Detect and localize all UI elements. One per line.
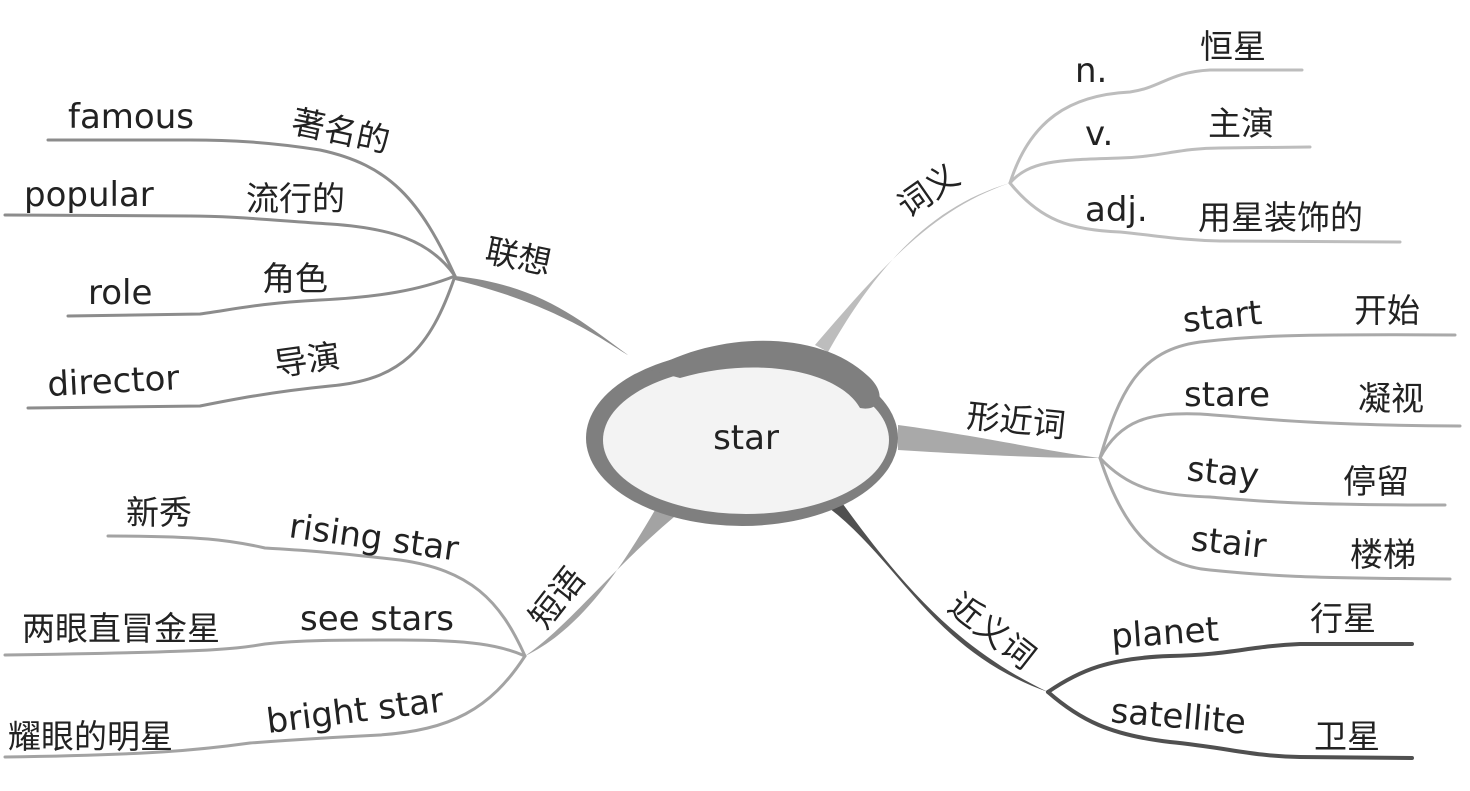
similar-item-cn: 开始: [1354, 291, 1420, 330]
branch-assoc: 联想 famous 著名的 popular 流行的 role 角色 direct…: [3, 97, 555, 410]
synonym-stem: [825, 500, 1048, 692]
center-ring-face: [603, 366, 889, 514]
meaning-item-cn: 恒星: [1200, 27, 1266, 66]
similar-stem: [898, 425, 1100, 458]
assoc-stem: [455, 276, 628, 355]
branch-synonym: 近义词 planet 行星 satellite 卫星: [941, 585, 1414, 760]
assoc-item-en: popular: [24, 175, 154, 215]
assoc-line-role: [66, 274, 457, 318]
assoc-item-cn: 流行的: [246, 179, 345, 218]
assoc-item-cn: 角色: [262, 259, 328, 298]
phrase-item-cn: 耀眼的明星: [8, 717, 173, 756]
meaning-line-n: [1008, 68, 1304, 185]
similar-line-stare: [1098, 412, 1462, 460]
assoc-item-en: director: [46, 358, 180, 405]
synonym-line-planet: [1046, 642, 1414, 694]
similar-item-cn: 凝视: [1358, 379, 1424, 418]
similar-line-stair: [1098, 456, 1452, 581]
similar-line-stay: [1098, 456, 1447, 507]
synonym-item-cn: 卫星: [1314, 717, 1380, 756]
similar-item-en: stay: [1185, 449, 1261, 496]
meaning-line-adj: [1008, 181, 1402, 244]
similar-line-start: [1098, 333, 1457, 460]
phrase-line-bright: [3, 654, 527, 759]
synonym-item-cn: 行星: [1310, 599, 1376, 638]
similar-item-cn: 楼梯: [1350, 535, 1416, 574]
center-ring-tail: [650, 340, 880, 409]
assoc-item-cn: 导演: [272, 336, 343, 384]
meaning-item-en: adj.: [1085, 190, 1148, 230]
similar-item-en: stare: [1184, 375, 1270, 415]
meaning-item-cn: 主演: [1208, 104, 1274, 143]
assoc-item-cn: 著名的: [288, 102, 393, 161]
assoc-line-famous: [46, 138, 457, 278]
phrase-item-en: rising star: [287, 506, 461, 569]
meaning-item-cn: 用星装饰的: [1198, 198, 1363, 237]
similar-item-en: start: [1181, 293, 1264, 341]
phrase-item-cn: 新秀: [126, 493, 192, 532]
phrase-line-rising: [106, 534, 527, 658]
assoc-item-en: role: [88, 273, 152, 313]
phrase-line-see: [3, 638, 527, 658]
phrase-item-cn: 两眼直冒金星: [22, 609, 220, 648]
assoc-line-director: [26, 274, 457, 410]
assoc-item-en: famous: [68, 97, 194, 137]
phrase-branch-label: 短语: [521, 560, 592, 636]
synonym-line-satellite: [1046, 690, 1414, 760]
similar-branch-label: 形近词: [965, 396, 1068, 445]
similar-item-cn: 停留: [1343, 462, 1409, 501]
center-word: star: [713, 418, 779, 458]
assoc-branch-label: 联想: [482, 231, 555, 283]
synonym-item-en: planet: [1110, 610, 1220, 657]
meaning-line-v: [1008, 145, 1312, 185]
phrase-stem: [525, 510, 680, 656]
meaning-branch-label: 词义: [890, 156, 966, 226]
meaning-item-en: v.: [1085, 114, 1113, 154]
similar-item-en: stair: [1189, 519, 1268, 567]
phrase-item-en: see stars: [300, 599, 454, 639]
phrase-item-en: bright star: [264, 681, 446, 742]
branch-phrase: 短语 rising star 新秀 see stars 两眼直冒金星 brigh…: [3, 493, 593, 759]
branch-meaning: 词义 n. 恒星 v. 主演 adj. 用星装饰的: [890, 27, 1402, 244]
assoc-line-popular: [3, 213, 457, 278]
meaning-stem: [815, 183, 1010, 352]
branch-similar: 形近词 start 开始 stare 凝视 stay 停留 stair 楼梯: [965, 291, 1462, 581]
meaning-item-en: n.: [1075, 51, 1107, 91]
